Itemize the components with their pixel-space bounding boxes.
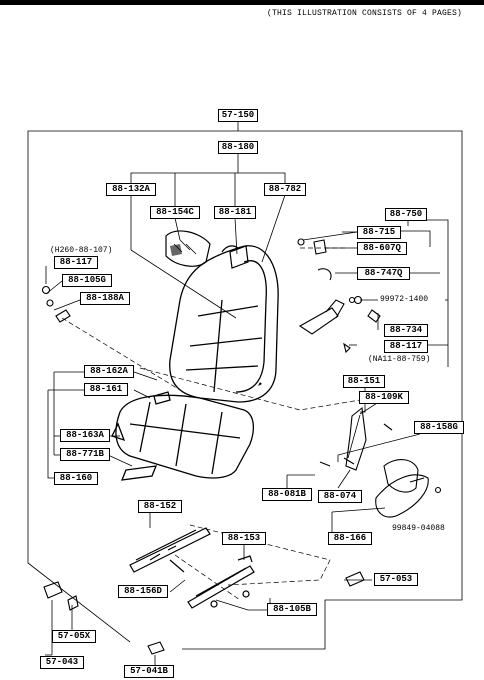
part-label-88-188a: 88-188A	[80, 292, 130, 305]
part-label-88-151: 88-151	[343, 375, 385, 388]
part-label-88-782: 88-782	[264, 183, 306, 196]
part-text-99972-1400: 99972-1400	[380, 295, 429, 304]
part-label-57-043: 57-043	[40, 656, 84, 669]
part-label-88-166: 88-166	[328, 532, 372, 545]
page-count-note: (THIS ILLUSTRATION CONSISTS OF 4 PAGES)	[266, 9, 462, 18]
part-label-88-109k: 88-109K	[359, 391, 409, 404]
part-label-88-734: 88-734	[384, 324, 428, 337]
part-label-88-750: 88-750	[385, 208, 427, 221]
part-label-57-150: 57-150	[218, 109, 258, 122]
part-label-57-041b: 57-041B	[124, 665, 174, 678]
part-label-88-181: 88-181	[214, 206, 256, 219]
seat-cushion-drawing	[111, 391, 255, 481]
part-label-88-153: 88-153	[222, 532, 266, 545]
part-label-88-105b: 88-105B	[267, 603, 317, 616]
part-label-88-163a: 88-163A	[60, 429, 110, 442]
part-label-88-607q: 88-607Q	[357, 242, 407, 255]
part-label-88-156d: 88-156D	[118, 585, 168, 598]
part-label-88-132a: 88-132A	[106, 183, 156, 196]
part-text-h260-88-107: (H260-88-107)	[50, 246, 113, 255]
part-label-57-05x: 57-05X	[52, 630, 96, 643]
seat-back-drawing	[169, 245, 279, 403]
part-label-88-715: 88-715	[357, 226, 401, 239]
seat-rail-drawing	[129, 527, 255, 609]
part-label-88-160: 88-160	[54, 472, 98, 485]
part-label-88-074: 88-074	[318, 490, 362, 503]
part-label-88-117-left: 88-117	[54, 256, 98, 269]
part-label-88-180: 88-180	[218, 141, 258, 154]
part-label-88-158g: 88-158G	[414, 421, 464, 434]
part-label-88-771b: 88-771B	[60, 448, 110, 461]
part-label-57-053: 57-053	[374, 573, 418, 586]
part-label-88-162a: 88-162A	[84, 365, 134, 378]
part-text-99849-04088: 99849-04088	[392, 524, 445, 533]
part-label-88-152: 88-152	[138, 500, 182, 513]
part-label-88-117-right: 88-117	[384, 340, 428, 353]
top-rule	[0, 0, 484, 5]
part-label-88-747q: 88-747Q	[357, 267, 410, 280]
part-label-88-081b: 88-081B	[262, 488, 312, 501]
part-text-na11-88-759: (NA11-88-759)	[368, 355, 431, 364]
recliner-mechanism-drawing	[297, 238, 442, 518]
part-label-88-161: 88-161	[84, 383, 128, 396]
part-label-88-105g: 88-105G	[62, 274, 112, 287]
part-label-88-154c: 88-154C	[150, 206, 200, 219]
